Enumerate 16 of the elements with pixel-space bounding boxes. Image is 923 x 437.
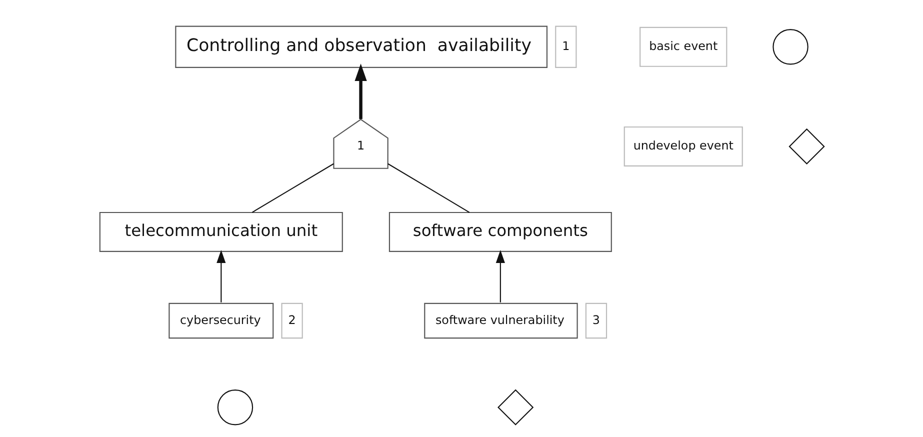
- connector: [251, 162, 334, 212]
- arrow: [216, 249, 226, 302]
- node-circle: [216, 388, 253, 425]
- arrow: [495, 249, 504, 302]
- node-circle: [772, 28, 808, 64]
- connector: [387, 162, 470, 212]
- arrow: [354, 63, 366, 119]
- node-diamond: [497, 388, 534, 425]
- node-box: telecommunication unit: [98, 211, 342, 252]
- node-label: 3: [592, 312, 600, 326]
- node-box: software components: [388, 211, 612, 252]
- node-label: 2: [288, 312, 296, 326]
- node-diamond: [788, 128, 824, 164]
- node-label: 1: [562, 38, 570, 52]
- legend-label: undevelop event: [632, 138, 733, 152]
- legend-label: basic event: [648, 38, 718, 52]
